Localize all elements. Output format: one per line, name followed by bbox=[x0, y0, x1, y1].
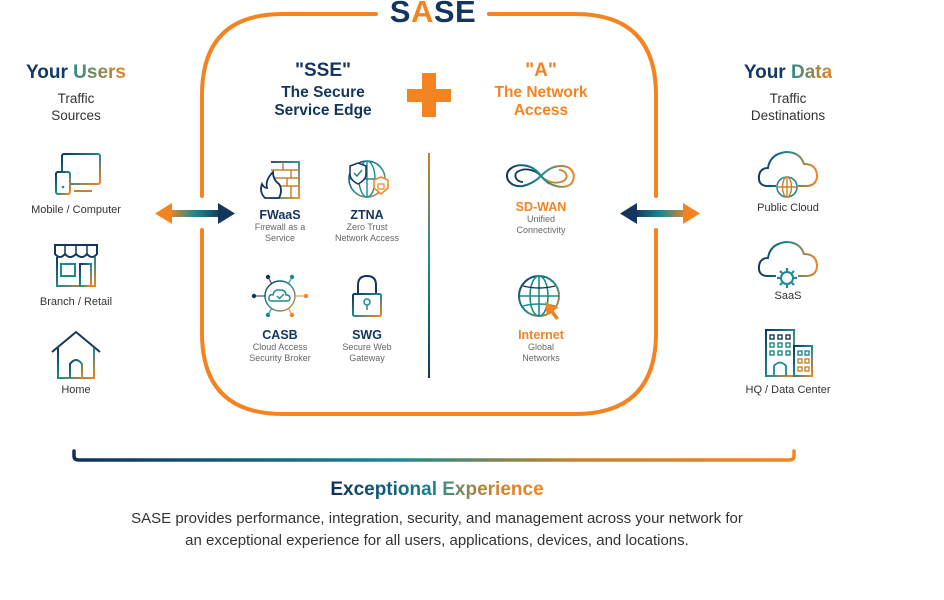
storefront-icon bbox=[51, 242, 101, 288]
sse-header: "SSE" The Secure Service Edge bbox=[274, 60, 372, 119]
zero-trust-globe-icon bbox=[344, 158, 390, 200]
device-icon bbox=[48, 152, 104, 196]
data-item-hq-data-center: HQ / Data Center bbox=[712, 328, 864, 396]
feature-swg: SWG Secure Web Gateway bbox=[324, 274, 410, 364]
feature-ztna: ZTNA Zero Trust Network Access bbox=[322, 158, 412, 244]
users-column: Your Users Traffic Sources bbox=[0, 62, 152, 124]
house-icon bbox=[50, 330, 102, 380]
data-item-public-cloud: Public Cloud bbox=[712, 148, 864, 214]
padlock-icon bbox=[349, 274, 385, 318]
user-item-home: Home bbox=[0, 330, 152, 396]
cloud-gear-icon bbox=[756, 238, 820, 288]
plus-icon bbox=[407, 73, 451, 117]
globe-cursor-icon bbox=[517, 274, 565, 322]
experience-section: Exceptional Experience SASE provides per… bbox=[0, 479, 874, 552]
frame-outline bbox=[200, 12, 658, 416]
data-heading: Your Data bbox=[743, 62, 833, 83]
feature-internet: Internet Global Networks bbox=[494, 274, 588, 364]
data-subtitle: Traffic Destinations bbox=[750, 91, 826, 123]
cloud-globe-icon bbox=[756, 148, 820, 198]
firewall-icon bbox=[257, 158, 303, 200]
experience-bracket bbox=[72, 449, 796, 462]
sase-title: SASE bbox=[380, 0, 486, 34]
feature-fwaas: FWaaS Firewall as a Service bbox=[238, 158, 322, 244]
office-building-icon bbox=[762, 328, 814, 378]
access-header: "A" The Network Access bbox=[494, 60, 588, 119]
user-item-branch-retail: Branch / Retail bbox=[0, 242, 152, 308]
experience-description: SASE provides performance, integration, … bbox=[131, 510, 743, 549]
experience-heading: Exceptional Experience bbox=[330, 479, 544, 500]
users-subtitle: Traffic Sources bbox=[51, 91, 101, 123]
user-item-mobile-computer: Mobile / Computer bbox=[0, 152, 152, 216]
users-heading: Your Users bbox=[26, 62, 126, 83]
section-divider bbox=[428, 153, 430, 378]
infinity-network-icon bbox=[503, 160, 579, 192]
left-bidirectional-arrow bbox=[155, 203, 235, 224]
feature-sd-wan: SD-WAN Unified Connectivity bbox=[494, 160, 588, 236]
data-column: Your Data Traffic Destinations bbox=[712, 62, 864, 124]
cloud-broker-icon bbox=[251, 274, 309, 318]
feature-casb: CASB Cloud Access Security Broker bbox=[236, 274, 324, 364]
right-bidirectional-arrow bbox=[620, 203, 700, 224]
data-item-saas: SaaS bbox=[712, 238, 864, 302]
